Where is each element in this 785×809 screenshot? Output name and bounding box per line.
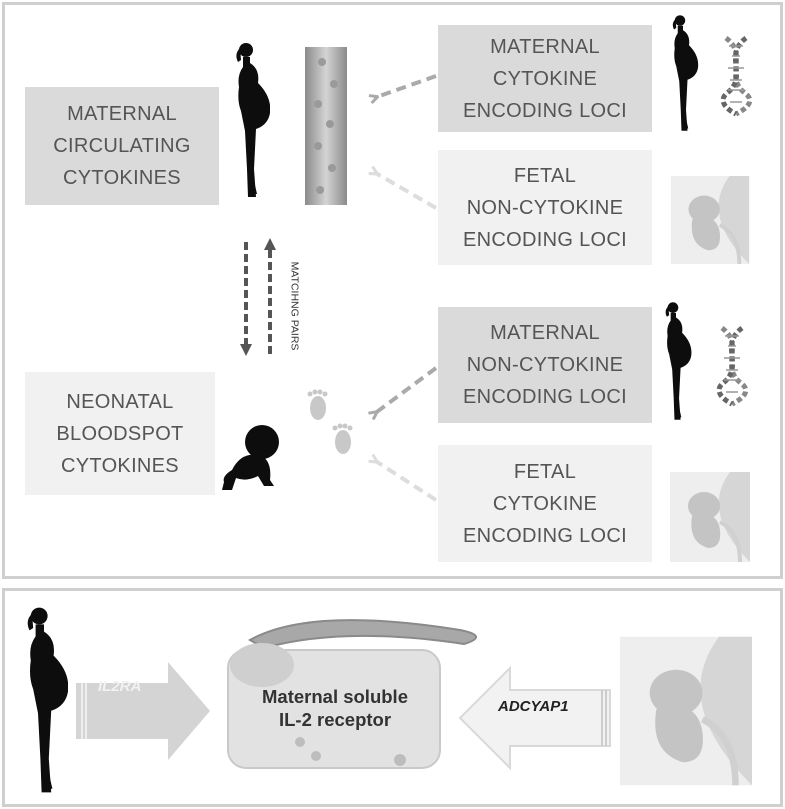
box-line: CYTOKINE [492,67,598,90]
adcyap1-gene-label: ADCYAP1 [498,698,569,715]
pregnant-woman-icon [236,43,270,197]
blood-vessel-icon [305,47,347,205]
box-line: NEONATAL [66,390,174,413]
box-line: ENCODING LOCI [463,99,627,122]
maternal-noncytokine-loci-box: MATERNAL NON-CYTOKINE ENCODING LOCI [438,307,652,423]
box-line: NON-CYTOKINE [466,196,624,219]
pregnant-woman-icon [665,302,692,420]
dna-icon [723,38,750,114]
pregnant-woman-icon [672,15,699,131]
receptor-label: Maternal soluble IL-2 receptor [230,685,440,731]
il2ra-gene-label: IL2RA [98,678,142,695]
fetal-cytokine-loci-box: FETAL CYTOKINE ENCODING LOCI [438,445,652,562]
fetus-icon [670,472,750,562]
matching-pairs-label: MATCIHNG PAIRS [288,261,301,351]
box-line: ENCODING LOCI [463,386,627,408]
box-line: CYTOKINE [492,492,598,515]
arrow-fetal-cytokine-loci [374,460,438,502]
box-line: MATERNAL [490,35,600,58]
blood-vessel-icon [227,619,477,769]
arrow-fetal-noncytokine-loci [374,172,438,210]
box-line: MATERNAL [67,103,177,125]
footprints-icon [307,389,353,454]
box-line: MATERNAL [490,322,600,344]
box-line: CYTOKINES [63,167,181,189]
fetus-icon [670,176,750,264]
fetal-noncytokine-loci-box: FETAL NON-CYTOKINE ENCODING LOCI [438,150,652,265]
box-line: NON-CYTOKINE [466,354,624,376]
box-line: FETAL [513,460,577,483]
box-line: FETAL [513,164,577,187]
arrow-maternal-noncytokine-loci [374,366,438,414]
arrow-maternal-cytokine-loci [374,74,437,98]
neonatal-bloodspot-cytokines-box: NEONATAL BLOODSPOT CYTOKINES [25,372,215,495]
box-line: CIRCULATING [53,135,191,157]
maternal-circulating-cytokines-box: MATERNAL CIRCULATING CYTOKINES [25,87,219,205]
matching-pairs-arrows [240,238,276,356]
adcyap1-arrow [458,665,611,771]
crawling-baby-icon [222,425,279,490]
bottom-panel [2,588,783,807]
box-line: ENCODING LOCI [463,524,627,547]
receptor-line: IL-2 receptor [278,709,392,730]
box-line: BLOODSPOT [56,422,184,445]
box-line: CYTOKINES [61,454,179,477]
receptor-line: Maternal soluble [262,686,408,707]
il2ra-arrow [76,662,210,760]
box-line: ENCODING LOCI [463,228,627,251]
dna-icon [719,328,746,404]
maternal-cytokine-loci-box: MATERNAL CYTOKINE ENCODING LOCI [438,25,652,132]
